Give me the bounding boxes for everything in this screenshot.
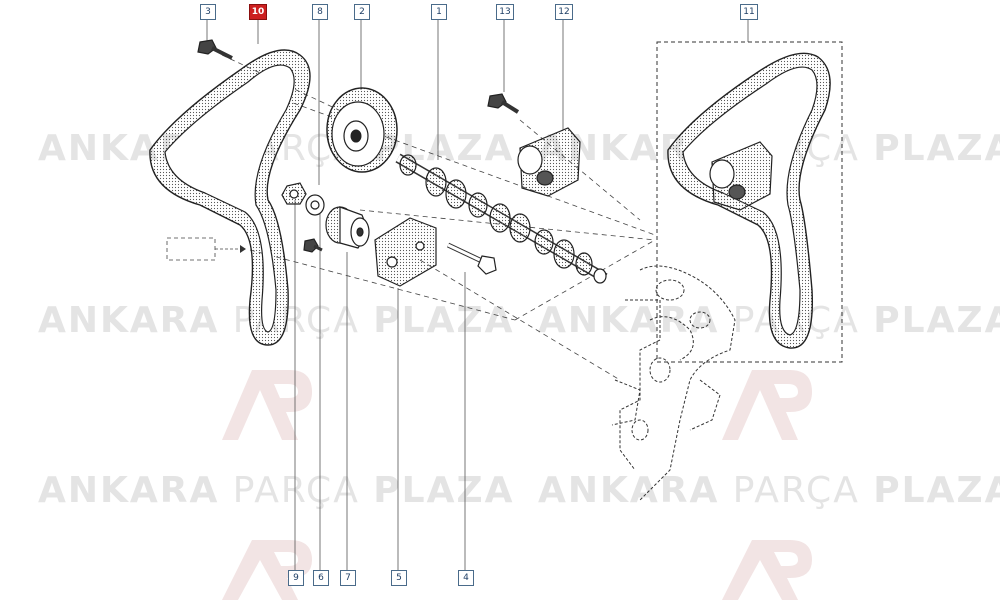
camshaft-1 [395,153,608,284]
callout-7[interactable]: 7 [340,570,356,586]
dashed-box-left [166,237,216,261]
bolt-13 [487,93,520,114]
callout-2[interactable]: 2 [354,4,370,20]
callout-11[interactable]: 11 [740,4,758,20]
engine-block-sketch [611,265,736,501]
tensioner-bracket-12 [517,127,581,197]
camshaft-gear-2 [326,87,398,173]
callout-10[interactable]: 10 [249,4,267,20]
tensioner-kit [709,141,773,211]
callout-13[interactable]: 13 [496,4,514,20]
callout-5[interactable]: 5 [391,570,407,586]
callout-1[interactable]: 1 [431,4,447,20]
callout-6[interactable]: 6 [313,570,329,586]
kit-frame [656,41,843,363]
nut-9 [281,182,307,205]
bolt-4 [446,242,497,275]
leader-lines [206,18,749,570]
timing-belt-10 [149,49,311,346]
washer-8 [305,194,325,216]
callout-4[interactable]: 4 [458,570,474,586]
bolt-6 [303,238,323,253]
callout-8[interactable]: 8 [312,4,328,20]
callout-3[interactable]: 3 [200,4,216,20]
bracket-5 [374,217,437,287]
callout-12[interactable]: 12 [555,4,573,20]
callout-9[interactable]: 9 [288,570,304,586]
bolt-3 [197,39,233,60]
ap-logo-watermark [222,370,812,600]
roller-7 [325,206,370,249]
